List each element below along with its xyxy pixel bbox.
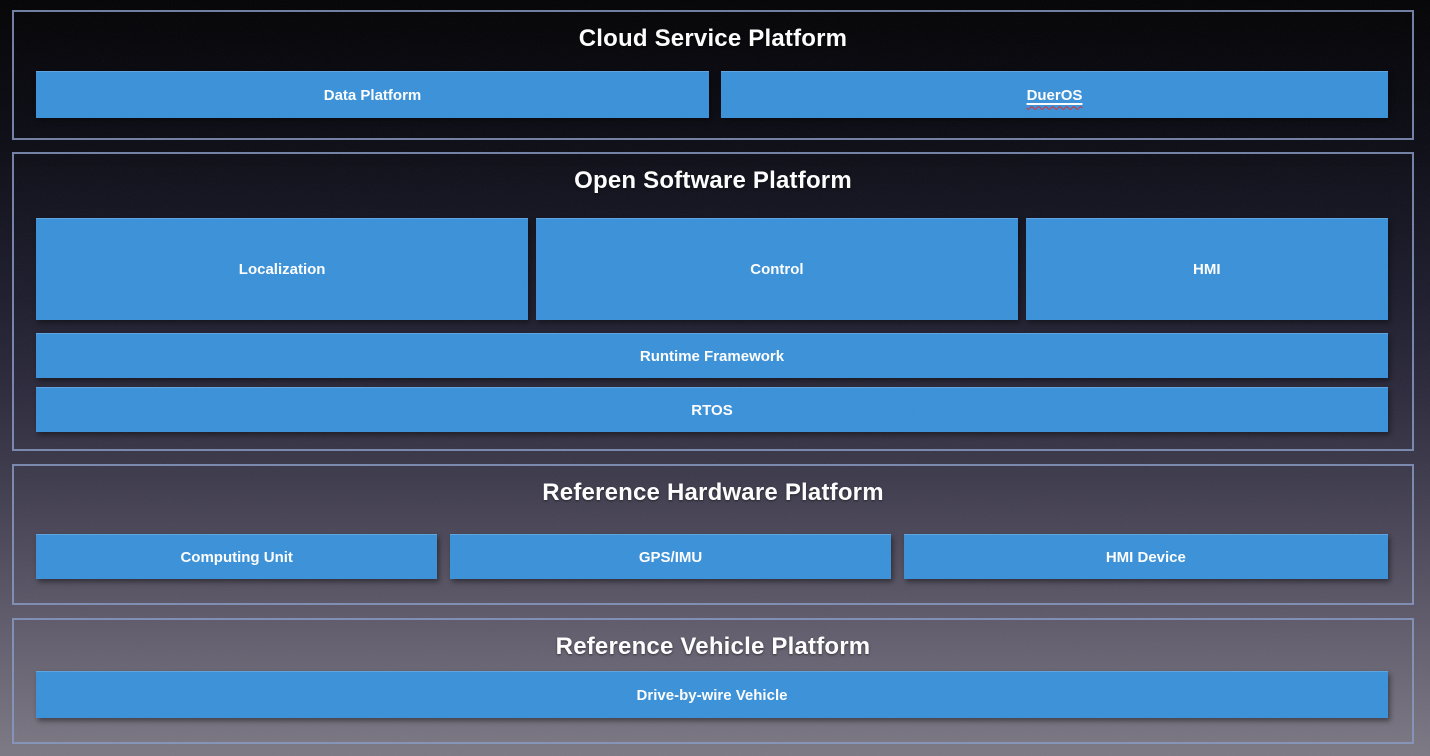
- box-drive-by-wire-vehicle: Drive-by-wire Vehicle: [36, 671, 1388, 718]
- box-gps-imu-label: GPS/IMU: [638, 548, 703, 566]
- box-data-platform-label: Data Platform: [323, 86, 422, 104]
- section-title-reference-hardware-platform: Reference Hardware Platform: [542, 479, 884, 506]
- section-title-reference-vehicle-platform: Reference Vehicle Platform: [555, 633, 871, 660]
- box-runtime-framework: Runtime Framework: [36, 333, 1388, 378]
- box-hmi-device-label: HMI Device: [1105, 548, 1186, 566]
- box-rtos-label: RTOS: [691, 401, 733, 419]
- runtime-framework-row: Runtime Framework: [36, 333, 1388, 378]
- software-modules-row: Localization Control HMI: [36, 218, 1388, 320]
- box-computing-unit: Computing Unit: [36, 534, 438, 579]
- box-data-platform: Data Platform: [36, 71, 709, 118]
- rtos-row: RTOS: [36, 387, 1388, 432]
- box-computing-unit-label: Computing Unit: [180, 548, 293, 566]
- vehicle-boxes-row: Drive-by-wire Vehicle: [36, 671, 1388, 718]
- box-drive-by-wire-vehicle-label: Drive-by-wire Vehicle: [636, 686, 788, 704]
- cloud-boxes-row: Data Platform DuerOS: [36, 71, 1388, 118]
- box-control-label: Control: [750, 261, 804, 278]
- dueros-spellcheck-underline: DuerOS: [1026, 86, 1083, 104]
- box-gps-imu: GPS/IMU: [450, 534, 891, 579]
- section-reference-hardware-platform: Reference Hardware Platform Computing Un…: [12, 464, 1414, 605]
- box-localization-label: Localization: [238, 261, 326, 278]
- box-hmi: HMI: [1025, 218, 1388, 320]
- hardware-boxes-row: Computing Unit GPS/IMU HMI Device: [36, 534, 1388, 579]
- box-rtos: RTOS: [36, 387, 1388, 432]
- box-control: Control: [536, 218, 1018, 320]
- section-open-software-platform: Open Software Platform Localization Cont…: [12, 152, 1414, 451]
- box-hmi-label: HMI: [1193, 261, 1221, 278]
- box-hmi-device: HMI Device: [903, 534, 1388, 579]
- section-reference-vehicle-platform: Reference Vehicle Platform Drive-by-wire…: [12, 618, 1414, 744]
- section-title-open-software-platform: Open Software Platform: [574, 167, 852, 194]
- box-dueros: DuerOS: [721, 71, 1388, 118]
- box-localization: Localization: [36, 218, 529, 320]
- section-cloud-service-platform: Cloud Service Platform Data Platform Due…: [12, 10, 1414, 140]
- box-runtime-framework-label: Runtime Framework: [639, 347, 785, 365]
- box-dueros-label: DuerOS: [1027, 87, 1083, 104]
- section-title-cloud-service-platform: Cloud Service Platform: [578, 25, 848, 52]
